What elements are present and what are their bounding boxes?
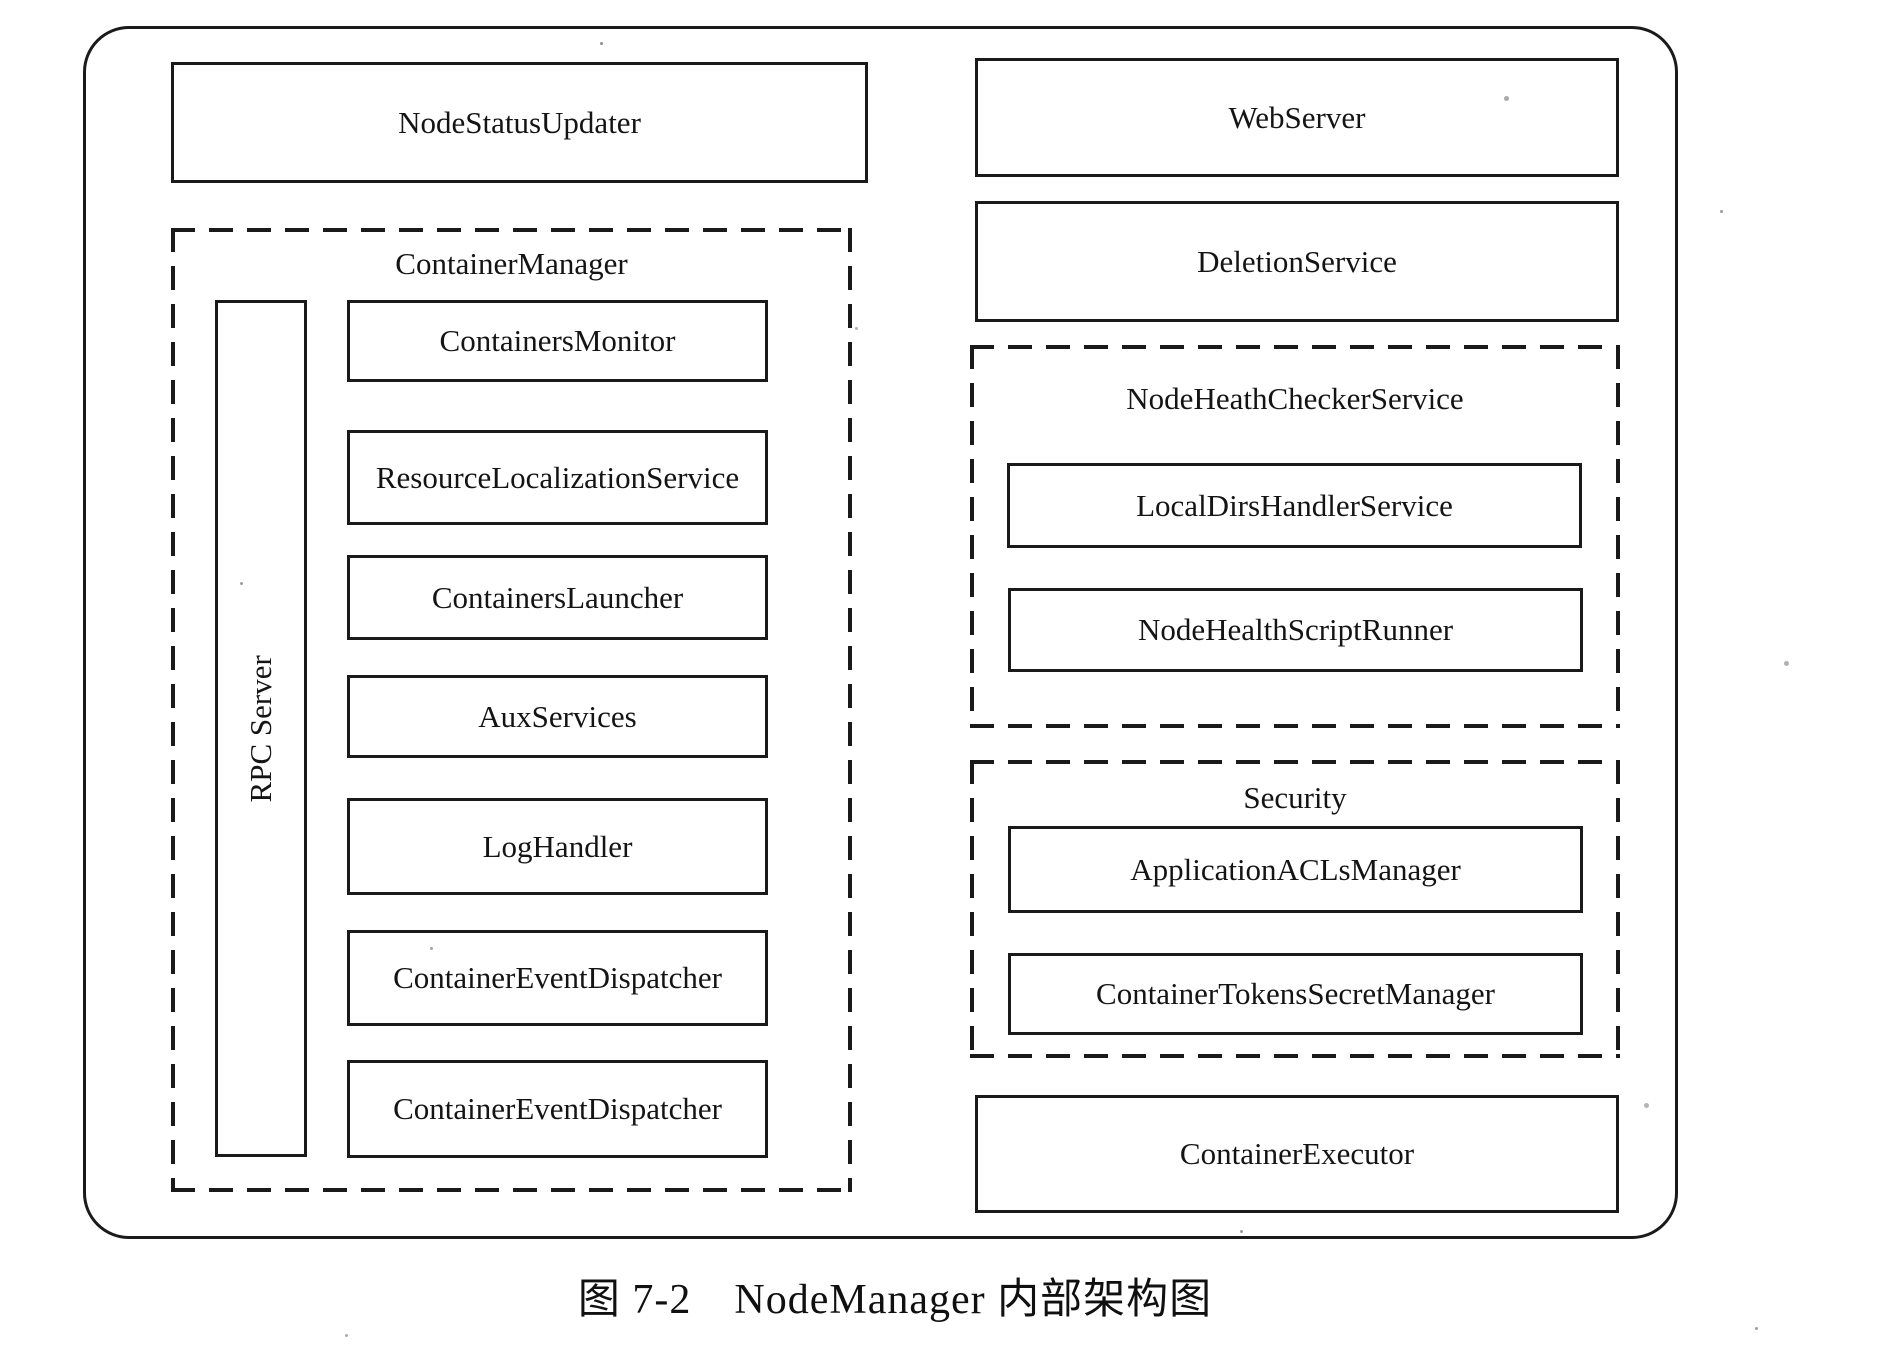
container-event-dispatcher-2-label: ContainerEventDispatcher <box>393 1091 722 1127</box>
application-acls-manager-label: ApplicationACLsManager <box>1130 851 1461 887</box>
box-deletion-service: DeletionService <box>975 201 1619 322</box>
rpc-server-label: RPC Server <box>243 654 279 803</box>
box-containers-launcher: ContainersLauncher <box>347 555 768 640</box>
box-application-acls-manager: ApplicationACLsManager <box>1008 826 1583 913</box>
figure-caption: 图 7-2 NodeManager 内部架构图 <box>577 1277 1213 1323</box>
container-executor-label: ContainerExecutor <box>1179 1136 1415 1172</box>
box-resource-localization-service: ResourceLocalizationService <box>347 430 768 525</box>
node-health-checker-service-label: NodeHeathCheckerService <box>1126 381 1464 416</box>
group-security: Security ApplicationACLsManager Containe… <box>970 760 1620 1058</box>
node-health-script-runner-label: NodeHealthScriptRunner <box>1137 612 1454 648</box>
box-rpc-server: RPC Server <box>215 300 307 1157</box>
box-container-event-dispatcher-1: ContainerEventDispatcher <box>347 930 768 1026</box>
group-node-health-checker-service: NodeHeathCheckerService LocalDirsHandler… <box>970 345 1620 728</box>
container-tokens-secret-manager-label: ContainerTokensSecretManager <box>1096 976 1495 1012</box>
scan-noise-specks <box>600 42 603 45</box>
box-container-executor: ContainerExecutor <box>975 1095 1619 1213</box>
security-label: Security <box>1243 780 1347 815</box>
box-node-status-updater: NodeStatusUpdater <box>171 62 868 183</box>
local-dirs-handler-service-label: LocalDirsHandlerService <box>1136 487 1453 523</box>
box-log-handler: LogHandler <box>347 798 768 895</box>
container-manager-label: ContainerManager <box>395 246 628 281</box>
box-container-event-dispatcher-2: ContainerEventDispatcher <box>347 1060 768 1158</box>
resource-localization-service-label: ResourceLocalizationService <box>375 459 740 495</box>
containers-launcher-label: ContainersLauncher <box>431 579 684 615</box>
box-aux-services: AuxServices <box>347 675 768 758</box>
box-web-server: WebServer <box>975 58 1619 177</box>
box-node-health-script-runner: NodeHealthScriptRunner <box>1008 588 1583 672</box>
containers-monitor-label: ContainersMonitor <box>439 323 676 359</box>
aux-services-label: AuxServices <box>478 698 637 734</box>
group-container-manager: ContainerManager RPC Server ContainersMo… <box>171 228 852 1192</box>
node-status-updater-label: NodeStatusUpdater <box>398 104 641 140</box>
log-handler-label: LogHandler <box>482 828 633 864</box>
web-server-label: WebServer <box>1228 99 1366 135</box>
box-local-dirs-handler-service: LocalDirsHandlerService <box>1007 463 1582 548</box>
container-event-dispatcher-1-label: ContainerEventDispatcher <box>393 960 722 996</box>
box-container-tokens-secret-manager: ContainerTokensSecretManager <box>1008 953 1583 1035</box>
deletion-service-label: DeletionService <box>1197 243 1397 279</box>
box-containers-monitor: ContainersMonitor <box>347 300 768 382</box>
